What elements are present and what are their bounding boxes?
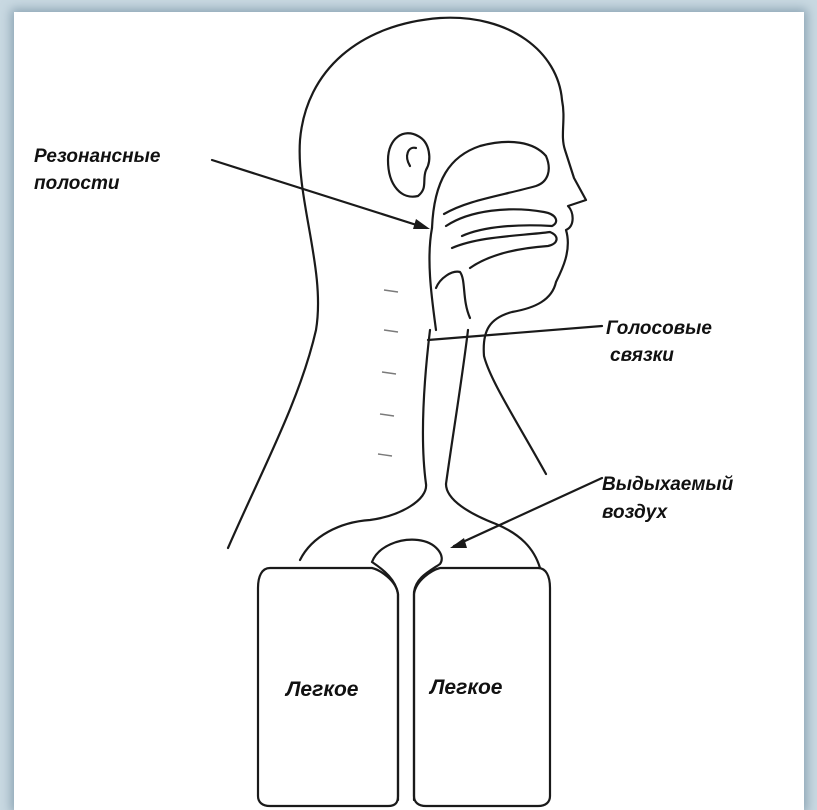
- label-lung-right: Легкое: [428, 676, 503, 699]
- label-resonance-line1: Резонансные: [34, 146, 161, 167]
- trachea-right: [446, 330, 468, 484]
- torso-left: [300, 484, 426, 560]
- trachea-left: [423, 330, 430, 484]
- arrow-exhaled-line: [454, 478, 602, 546]
- label-exhaled-line1: Выдыхаемый: [602, 474, 734, 495]
- ear-inner: [407, 148, 416, 166]
- arrow-vocal-line: [428, 326, 602, 340]
- vertebra-mark-1: [384, 290, 398, 292]
- label-resonance-line2: полости: [34, 173, 120, 194]
- label-lung-left: Легкое: [284, 678, 359, 701]
- label-vocal-line2: связки: [610, 345, 674, 366]
- arrow-resonance-line: [212, 160, 426, 228]
- arrow-exhaled-head: [450, 538, 467, 548]
- label-exhaled-line2: воздух: [602, 502, 669, 523]
- vertebra-mark-4: [380, 414, 394, 416]
- oral-cavity-upper: [446, 209, 556, 236]
- nasal-cavity: [432, 142, 549, 228]
- head-neck-outline: [228, 18, 586, 548]
- label-vocal-line1: Голосовые: [606, 318, 712, 339]
- vertebra-mark-3: [382, 372, 396, 374]
- pharynx-back: [429, 228, 436, 330]
- bronchi: [372, 540, 442, 800]
- vertebra-mark-5: [378, 454, 392, 456]
- arrow-resonance-head: [413, 219, 430, 229]
- vertebra-mark-2: [384, 330, 398, 332]
- oral-cavity-lower: [452, 232, 557, 268]
- torso-right: [446, 484, 540, 568]
- pharynx-front: [436, 272, 470, 318]
